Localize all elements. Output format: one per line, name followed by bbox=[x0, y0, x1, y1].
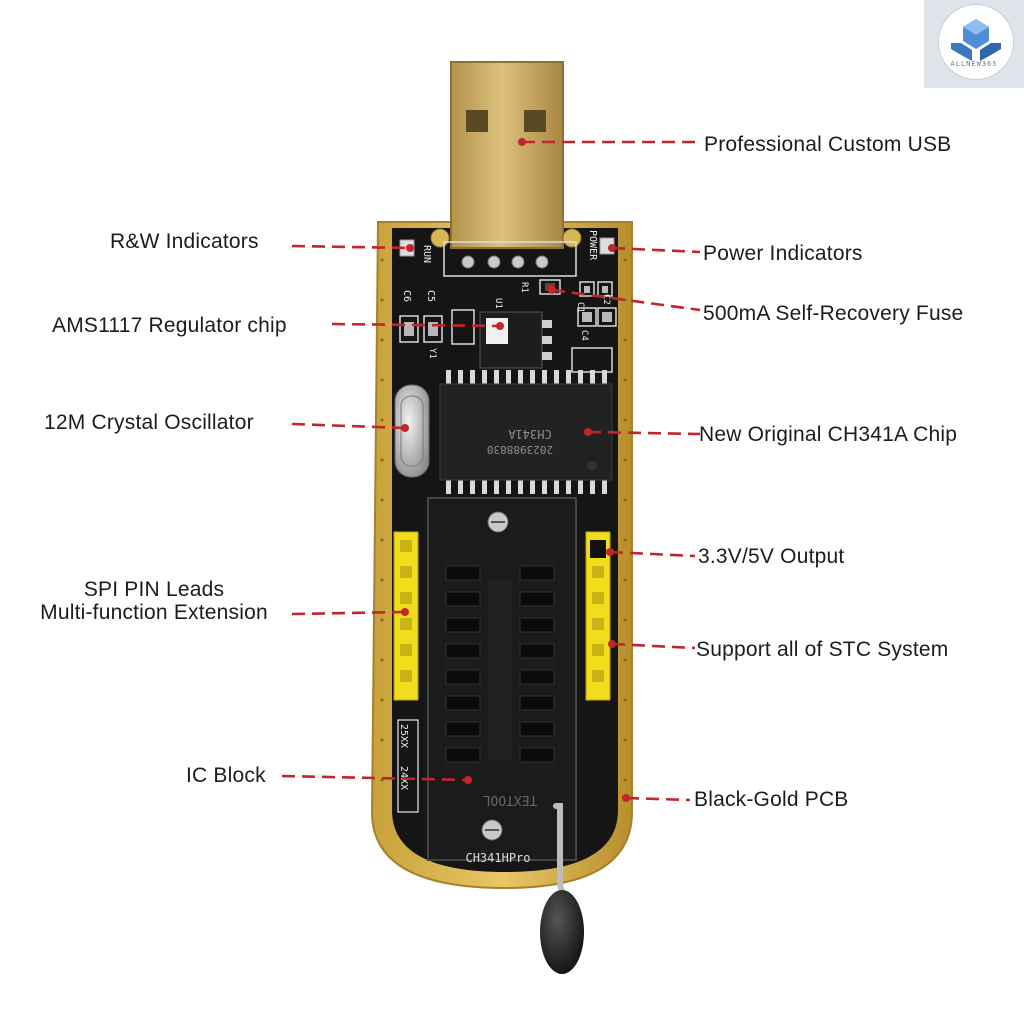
label-stc: Support all of STC System bbox=[696, 638, 949, 661]
silk-c6: C6 bbox=[401, 290, 412, 302]
label-regulator: AMS1117 Regulator chip bbox=[52, 314, 287, 337]
zif-lever-knob bbox=[540, 890, 584, 974]
label-crystal: 12M Crystal Oscillator bbox=[44, 411, 254, 434]
silk-r1: R1 bbox=[519, 282, 529, 293]
label-fuse: 500mA Self-Recovery Fuse bbox=[703, 302, 964, 325]
label-ch341a: New Original CH341A Chip bbox=[699, 423, 958, 446]
silk-u1: U1 bbox=[493, 298, 503, 309]
label-spi-leads: SPI PIN Leads Multi-function Extension bbox=[20, 578, 288, 624]
silk-c2: C2 bbox=[601, 294, 611, 305]
silk-25xx: 25XX bbox=[398, 724, 409, 748]
label-pcb: Black-Gold PCB bbox=[694, 788, 849, 811]
silk-c5: C5 bbox=[425, 290, 436, 302]
ch341a-chip: CH341A 2023988830 bbox=[439, 370, 613, 494]
label-spi-line1: SPI PIN Leads bbox=[83, 578, 225, 601]
watermark-logo: ALLNEW365 bbox=[924, 0, 1024, 88]
usb-plug bbox=[450, 61, 564, 249]
chip-text-1: CH341A bbox=[508, 427, 552, 441]
silk-y1: Y1 bbox=[427, 348, 437, 359]
leader-lines bbox=[281, 140, 701, 802]
watermark-text: ALLNEW365 bbox=[950, 60, 998, 68]
label-output: 3.3V/5V Output bbox=[698, 545, 845, 568]
cube-logo-icon bbox=[951, 19, 1001, 61]
edge-vias bbox=[380, 258, 627, 782]
silk-bottom: CH341HPro bbox=[465, 851, 530, 865]
label-usb: Professional Custom USB bbox=[704, 133, 952, 156]
chip-text-2: 2023988830 bbox=[487, 443, 553, 456]
jumper bbox=[590, 540, 606, 558]
crystal-oscillator bbox=[394, 384, 430, 478]
silk-run: RUN bbox=[421, 245, 432, 263]
watermark-circle bbox=[938, 4, 1014, 80]
silk-c4: C4 bbox=[579, 330, 589, 341]
silk-power: POWER bbox=[587, 230, 598, 261]
zif-socket: TEXTOOL bbox=[427, 497, 577, 861]
label-ic-block: IC Block bbox=[186, 764, 266, 787]
leader-dots bbox=[401, 138, 630, 802]
label-power-indicators: Power Indicators bbox=[703, 242, 863, 265]
label-rw-indicators: R&W Indicators bbox=[110, 230, 259, 253]
socket-brand: TEXTOOL bbox=[482, 792, 537, 807]
label-spi-line2: Multi-function Extension bbox=[40, 601, 268, 624]
